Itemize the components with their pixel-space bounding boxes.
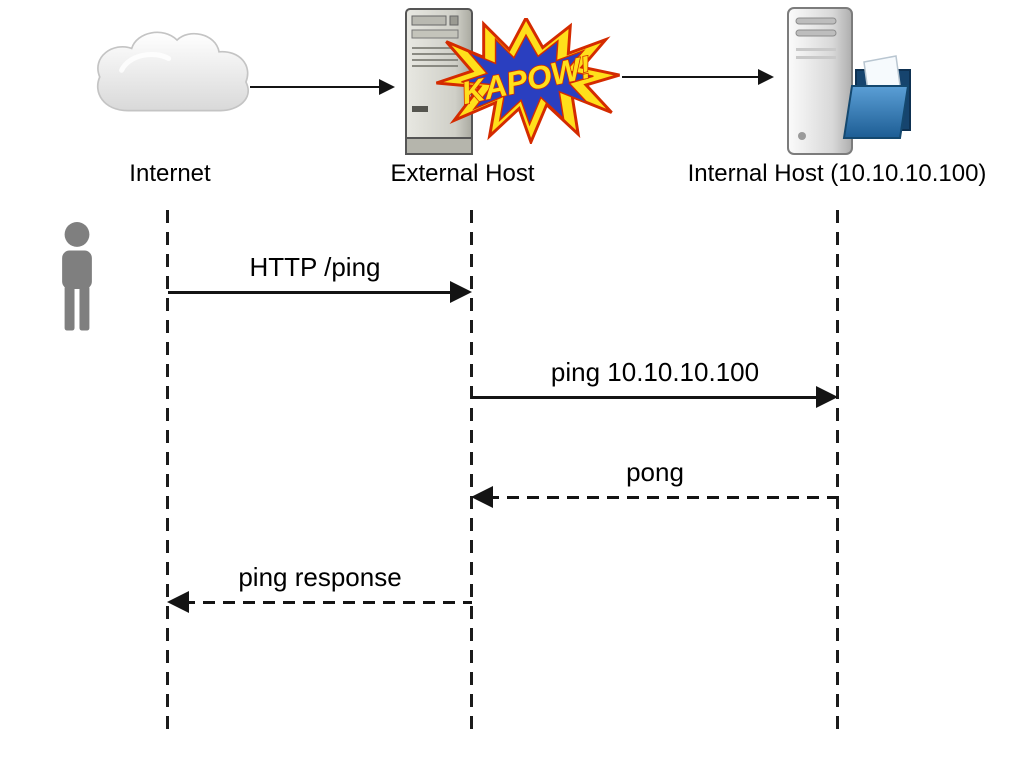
lifeline-external-host	[470, 210, 473, 732]
arrowhead-icon	[379, 79, 395, 95]
arrow-shaft	[168, 291, 456, 294]
actor-label-internet: Internet	[129, 160, 211, 187]
kapow-burst-icon: KAPOW!	[432, 18, 620, 144]
lifeline-internet	[166, 210, 169, 732]
message-label-pong: pong	[626, 457, 684, 487]
arrowhead-icon	[758, 69, 774, 85]
server-folder-icon	[772, 4, 922, 162]
actor-label-internal-host: Internal Host (10.10.10.100)	[687, 160, 987, 187]
message-label-ping: ping 10.10.10.100	[550, 357, 760, 387]
message-label-ping-response: ping response	[238, 562, 402, 592]
message-label-http-ping: HTTP /ping	[249, 252, 381, 282]
arrow-shaft	[183, 601, 472, 604]
arrowhead-icon	[471, 486, 493, 508]
lifeline-internal-host	[836, 210, 839, 732]
arrow-shaft	[622, 76, 762, 78]
arrowhead-icon	[167, 591, 189, 613]
arrowhead-icon	[816, 386, 838, 408]
arrowhead-icon	[450, 281, 472, 303]
cloud-icon	[88, 18, 256, 136]
actor-label-external-host: External Host	[390, 160, 535, 187]
arrow-shaft	[471, 396, 822, 399]
person-icon	[46, 220, 108, 358]
arrow-shaft	[250, 86, 383, 88]
arrow-shaft	[487, 496, 838, 499]
